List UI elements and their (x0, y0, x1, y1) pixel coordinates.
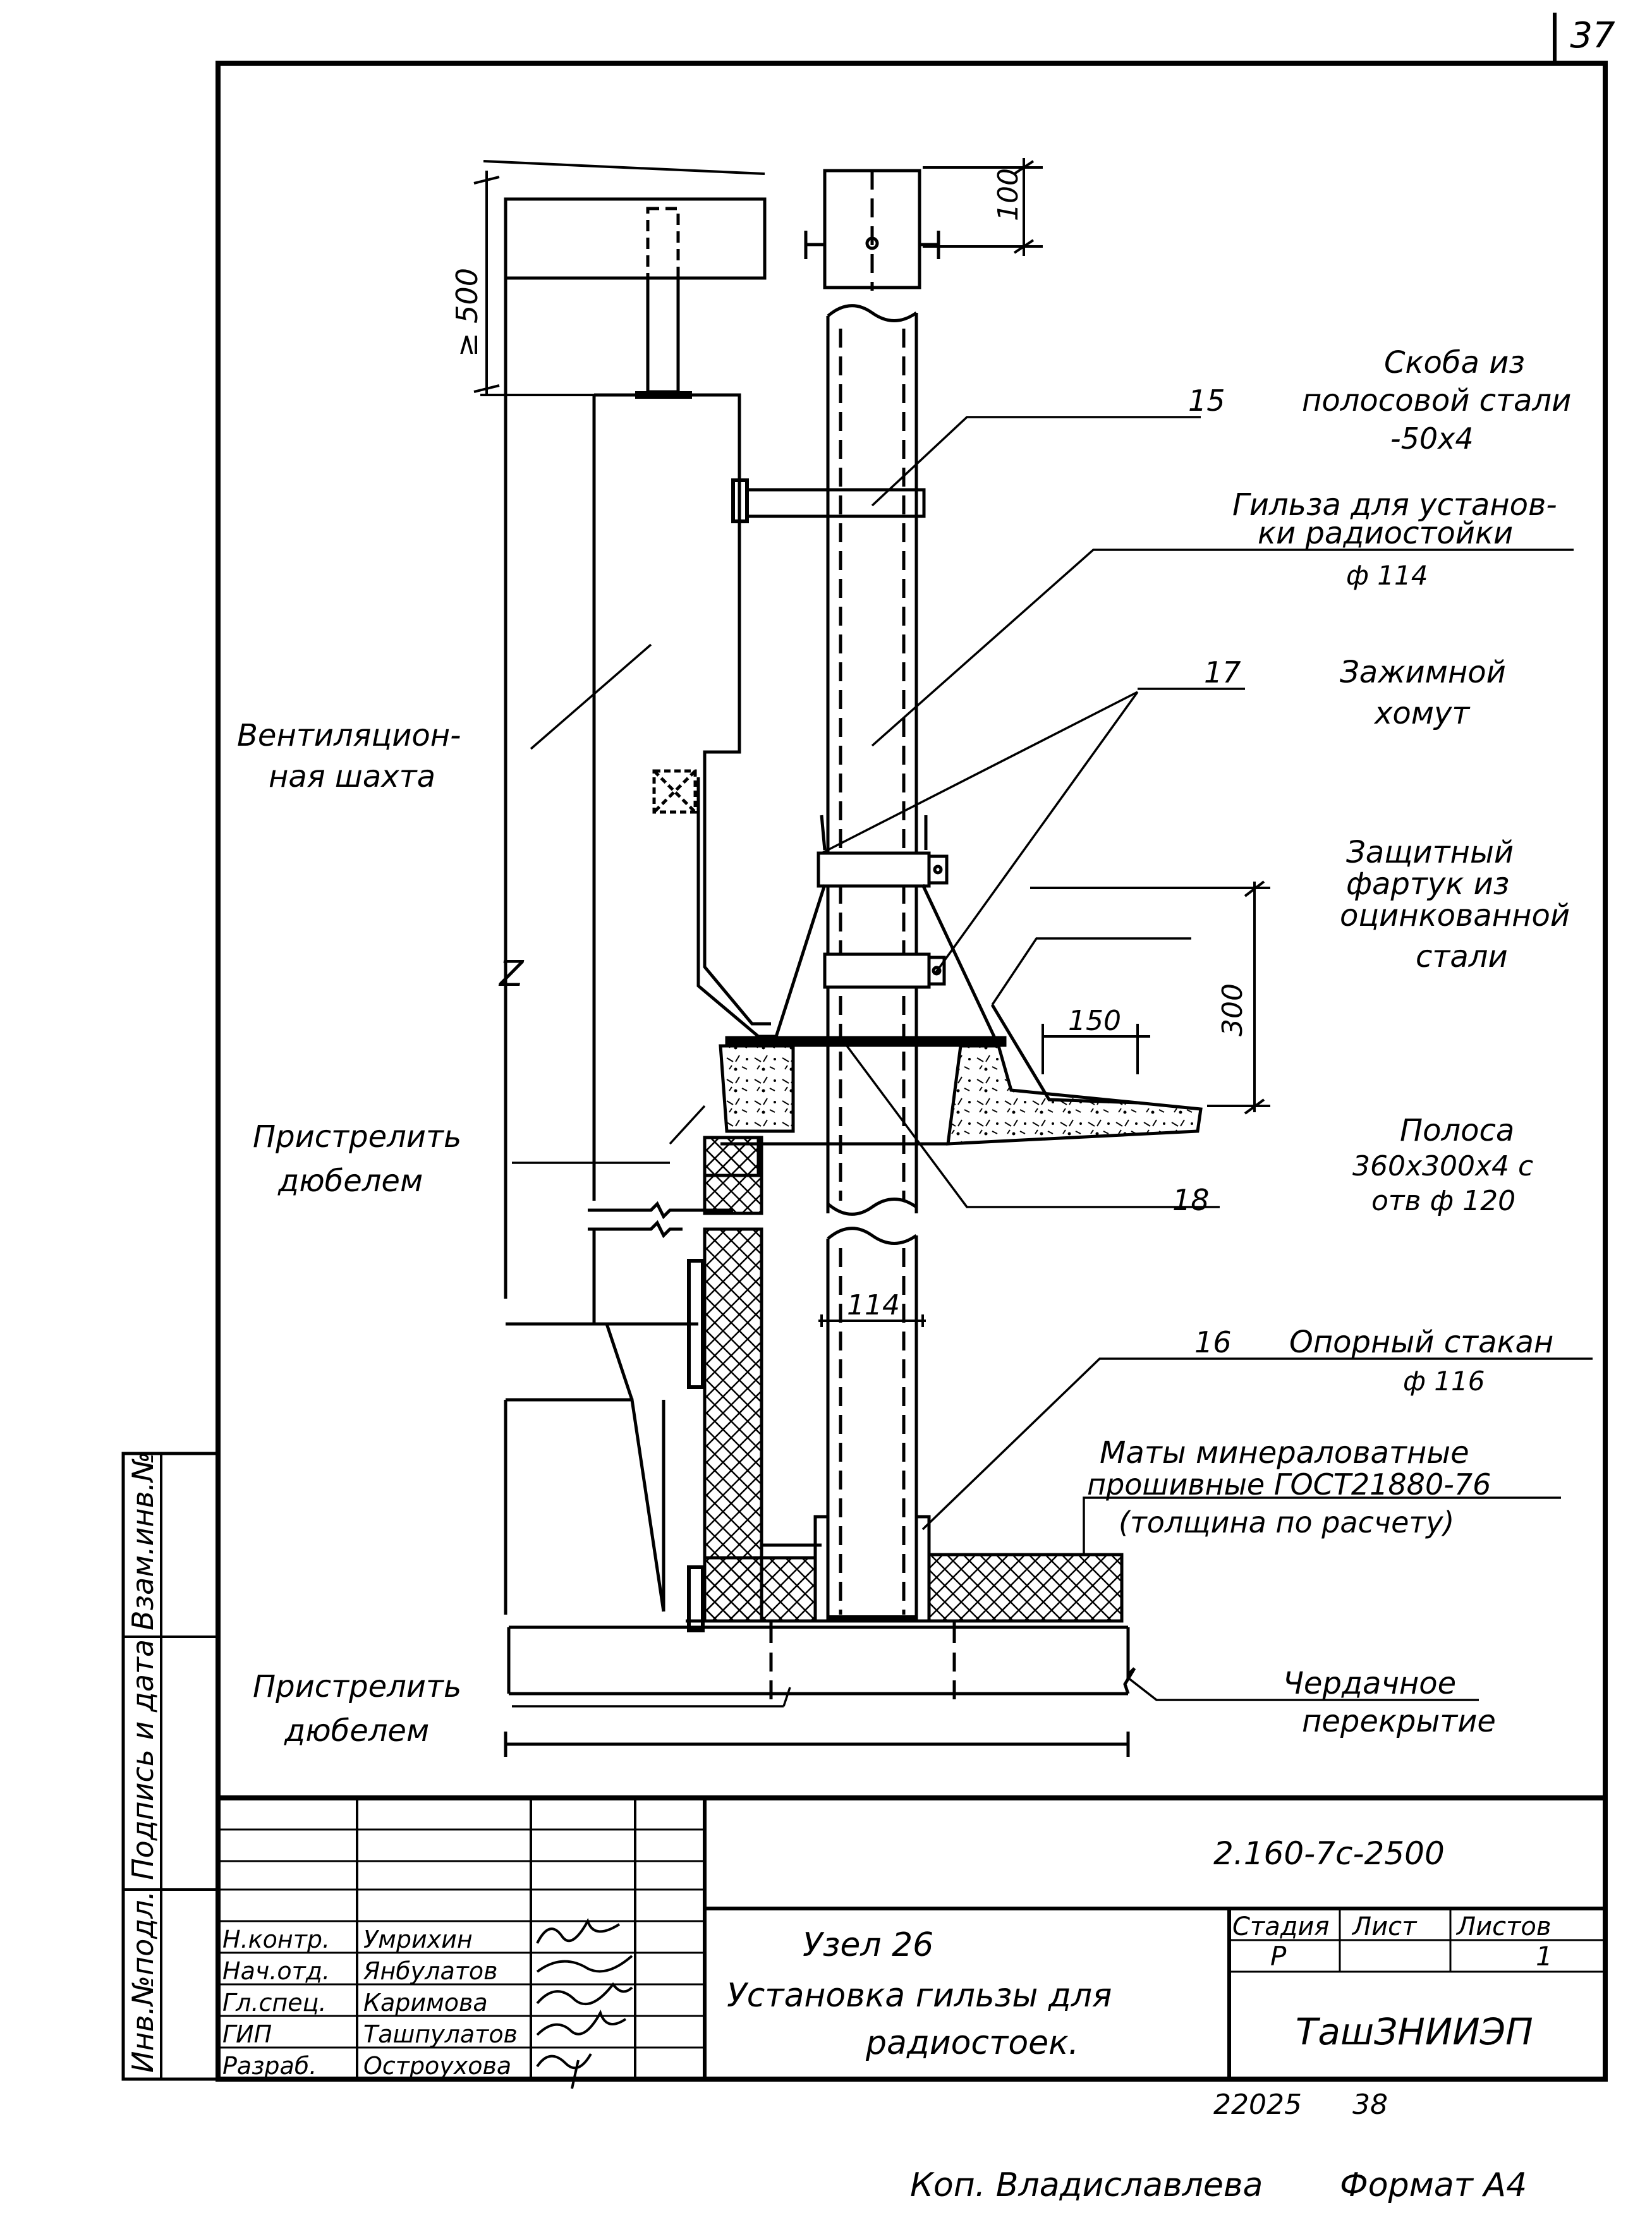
callout-attic-floor: Чердачное перекрытие (1283, 1666, 1496, 1739)
title-block (218, 1795, 1605, 2079)
organization: ТашЗНИИЭП (1296, 2010, 1533, 2053)
callout-16: 16 Опорный стакан ф 116 (1194, 1325, 1553, 1397)
footer-format: Формат А4 (1340, 2166, 1527, 2204)
stamp-vzam: Взам.инв.№ (126, 1452, 160, 1630)
svg-text:Гильза для установ-: Гильза для установ- (1232, 487, 1557, 523)
svg-text:Опорный стакан: Опорный стакан (1289, 1325, 1553, 1360)
dim-100: 100 (992, 168, 1024, 221)
title-line-1: Узел 26 (803, 1926, 933, 1964)
role-3: Гл.спец. (222, 1989, 327, 2017)
footer-page: 38 (1352, 2089, 1388, 2121)
attic-floor-slab (504, 1619, 1136, 1757)
dim-500: ≥ 500 (450, 268, 484, 357)
title-line-3: радиостоек. (865, 2024, 1079, 2062)
callout-dowel-1: Пристрелить дюбелем (253, 1119, 461, 1199)
svg-text:ф 114: ф 114 (1346, 560, 1428, 591)
svg-text:18: 18 (1172, 1183, 1210, 1217)
svg-text:(толщина по расчету): (толщина по расчету) (1119, 1505, 1454, 1539)
signatures-handwritten (536, 1918, 633, 2089)
svg-text:-50х4: -50х4 (1390, 422, 1474, 456)
svg-text:15: 15 (1188, 384, 1225, 418)
svg-text:Пристрелить: Пристрелить (253, 1669, 461, 1704)
svg-text:ки радиостойки: ки радиостойки (1258, 516, 1513, 551)
svg-text:ная шахта: ная шахта (269, 759, 435, 794)
callout-17: 17 Зажимной хомут (1204, 655, 1506, 731)
svg-text:17: 17 (1204, 655, 1241, 689)
svg-text:Защитный: Защитный (1346, 835, 1514, 870)
svg-text:дюбелем: дюбелем (277, 1163, 423, 1199)
stage-header: Стадия (1232, 1912, 1329, 1941)
svg-text:перекрытие: перекрытие (1302, 1704, 1496, 1739)
svg-text:дюбелем: дюбелем (284, 1713, 429, 1749)
sheet-number-box: 37 (1553, 13, 1615, 63)
ventilation-shaft (504, 197, 926, 1632)
callout-18: 18 Полоса 360х300х4 с отв ф 120 (1172, 1113, 1533, 1217)
stage-value: Р (1270, 1941, 1287, 1972)
sheets-header: Листов (1455, 1912, 1551, 1941)
title-line-2: Установка гильзы для (727, 1977, 1112, 2015)
dimensions (473, 158, 1270, 1327)
side-stamp: Инв.№подл. Подпись и дата Взам.инв.№ (121, 1452, 220, 2081)
sheet-header: Лист (1351, 1912, 1418, 1941)
leader-lines (512, 416, 1593, 1708)
callout-mats: Маты минераловатные прошивные ГОСТ21880-… (1087, 1435, 1491, 1539)
svg-text:Чердачное: Чердачное (1283, 1666, 1456, 1701)
role-5: Разраб. (222, 2052, 317, 2080)
radio-stand-pipe (772, 169, 1138, 1623)
sheet-number: 37 (1570, 15, 1615, 56)
svg-text:Зажимной: Зажимной (1340, 655, 1506, 690)
name-3: Каримова (363, 1989, 488, 2017)
svg-text:Маты минераловатные: Маты минераловатные (1100, 1435, 1469, 1471)
svg-text:фартук из: фартук из (1346, 866, 1509, 902)
svg-text:полосовой стали: полосовой стали (1302, 383, 1571, 418)
svg-text:отв ф 120: отв ф 120 (1371, 1185, 1515, 1217)
concrete-curb (719, 1036, 1203, 1146)
name-1: Умрихин (363, 1926, 473, 1953)
mineral-wool-mats (703, 1136, 1124, 1623)
footer-copied: Коп. Владиславлева (910, 2166, 1263, 2204)
svg-text:Пристрелить: Пристрелить (253, 1119, 461, 1155)
name-4: Ташпулатов (363, 2020, 518, 2048)
svg-text:стали: стали (1416, 939, 1508, 974)
callout-vent-shaft: Вентиляцион- ная шахта (237, 718, 461, 794)
dim-300: 300 (1217, 983, 1249, 1036)
svg-text:Полоса: Полоса (1400, 1113, 1514, 1148)
signature-rows: Н.контр. Умрихин Нач.отд. Янбулатов Гл.с… (222, 1926, 518, 2080)
role-4: ГИП (222, 2020, 272, 2048)
dim-z: Z (498, 954, 525, 995)
svg-text:360х300х4 с: 360х300х4 с (1352, 1150, 1533, 1182)
callout-apron: Защитный фартук из оцинкованной стали (1340, 835, 1570, 974)
svg-text:оцинкованной: оцинкованной (1340, 898, 1570, 933)
name-5: Остроухова (363, 2052, 511, 2080)
callout-15: 15 Скоба из полосовой стали -50х4 (1188, 345, 1571, 456)
stamp-inv-podl: Инв.№подл. (126, 1891, 160, 2073)
doc-code: 2.160-7с-2500 (1213, 1835, 1445, 1872)
svg-text:ф 116: ф 116 (1403, 1366, 1485, 1397)
role-2: Нач.отд. (222, 1957, 330, 1985)
dim-150: 150 (1068, 1005, 1121, 1037)
svg-text:прошивные ГОСТ21880-76: прошивные ГОСТ21880-76 (1087, 1467, 1491, 1502)
sheets-value: 1 (1536, 1941, 1553, 1972)
callout-gilza: Гильза для установ- ки радиостойки ф 114 (1232, 487, 1557, 591)
dim-114: 114 (847, 1289, 900, 1321)
footer-code: 22025 (1213, 2089, 1302, 2121)
svg-text:Вентиляцион-: Вентиляцион- (237, 718, 461, 753)
sheet-frame (216, 61, 1608, 2082)
name-2: Янбулатов (363, 1957, 498, 1985)
role-1: Н.контр. (222, 1926, 330, 1953)
svg-text:Скоба из: Скоба из (1384, 345, 1525, 380)
svg-text:16: 16 (1194, 1325, 1232, 1359)
stamp-podpis: Подпись и дата (126, 1639, 160, 1880)
callout-dowel-2: Пристрелить дюбелем (253, 1669, 461, 1749)
svg-text:хомут: хомут (1373, 696, 1471, 731)
